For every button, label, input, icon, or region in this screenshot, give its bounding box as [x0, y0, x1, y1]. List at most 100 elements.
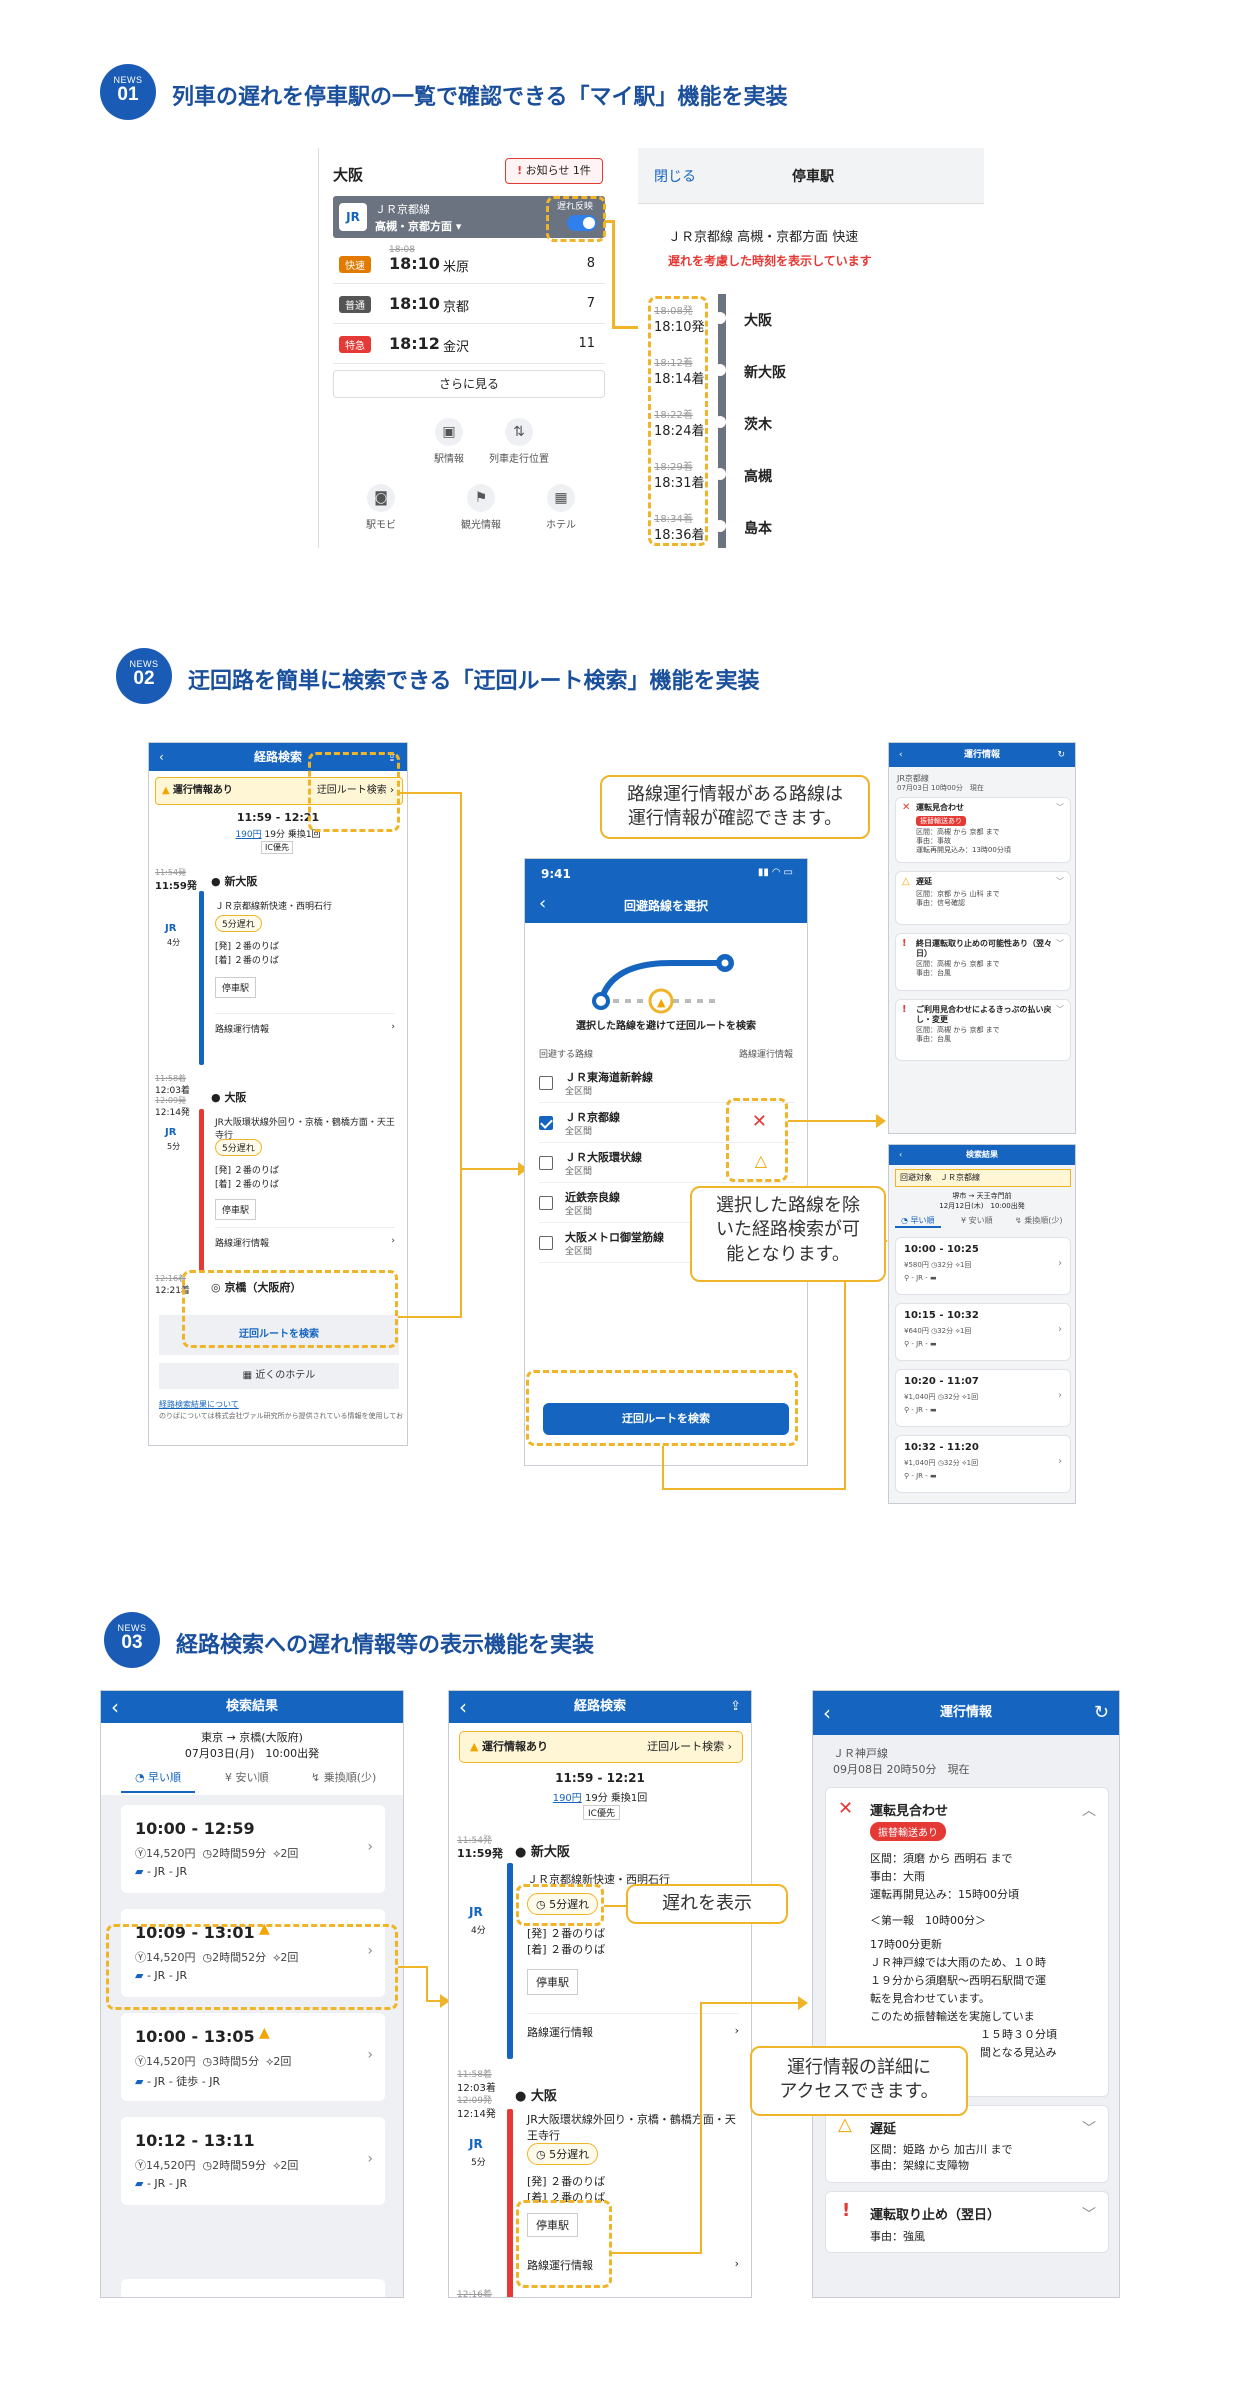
- menu-item[interactable]: ◙ 駅モビ: [339, 484, 423, 531]
- about-link[interactable]: 経路検索結果について: [159, 1400, 239, 1409]
- cross-icon: ✕: [902, 802, 911, 813]
- mode-icons: ⚲ - JR - ▬: [904, 1472, 937, 1480]
- refresh-icon[interactable]: ↻: [1093, 1702, 1109, 1723]
- stops-button[interactable]: 停車駅: [527, 2213, 578, 2237]
- detour-search-button[interactable]: 迂回ルートを検索: [159, 1315, 399, 1355]
- back-icon[interactable]: ‹: [539, 893, 547, 914]
- opinfo-card-cancel[interactable]: ! 運転取り止め（翌日） ﹀ 事由：強風: [825, 2191, 1109, 2253]
- result-small-item[interactable]: 10:32 - 11:20 ¥1,040円 ◷32分 ⟡1回 ⚲ - JR - …: [895, 1435, 1071, 1493]
- share-icon[interactable]: ⇪: [730, 1699, 741, 1714]
- line-info-button[interactable]: 路線運行情報›: [527, 2257, 739, 2272]
- back-icon[interactable]: ‹: [899, 750, 903, 760]
- detour-search-submit[interactable]: 迂回ルートを検索: [543, 1403, 789, 1435]
- avoid-line-row[interactable]: ＪＲ東海道新幹線 全区間: [539, 1063, 795, 1103]
- train-type-badge: 快速: [339, 256, 371, 273]
- opinfo-small-card[interactable]: ! 終日運転取り止めの可能性あり（翌々日） ﹀ 区間：高槻 から 京都 まで 事…: [895, 933, 1071, 991]
- notice-button[interactable]: ! お知らせ 1件: [505, 158, 603, 184]
- tab-cheapest[interactable]: ¥ 安い順: [225, 1771, 269, 1784]
- jr-logo-icon: JR: [339, 203, 367, 231]
- from-to: 東京 → 京橋(大阪府): [201, 1731, 303, 1744]
- back-icon[interactable]: ‹: [899, 1150, 903, 1159]
- tab-fastest[interactable]: ◔ 早い順: [121, 1769, 195, 1793]
- share-icon[interactable]: ⇪: [386, 750, 397, 764]
- result-item[interactable]: 10:00 - 12:59 Ⓨ14,520円 ◷2時間59分 ⟡2回 ▰ - J…: [121, 1805, 385, 1893]
- shinkansen-icon: ▰: [135, 1969, 144, 1982]
- shinkansen-icon: ▰: [135, 1865, 144, 1878]
- back-icon[interactable]: ‹: [159, 750, 164, 764]
- info-banner[interactable]: ▲ 運行情報あり 迂回ルート検索 ›: [155, 777, 403, 805]
- line-info-button[interactable]: 路線運行情報›: [527, 2013, 739, 2040]
- train-row[interactable]: 快速 18:08 18:10 米原 8: [333, 244, 605, 284]
- line-info-button[interactable]: 路線運行情報›: [215, 1227, 395, 1249]
- opinfo-time: 09月08日 20時50分 現在: [833, 1763, 970, 1776]
- suspended-icon: ✕: [751, 1111, 767, 1132]
- avoid-checkbox[interactable]: [539, 1156, 553, 1170]
- menu-item[interactable]: ⇅ 列車走行位置: [477, 418, 561, 465]
- highlight-detour-button: [182, 1270, 398, 1348]
- more-button[interactable]: さらに見る: [333, 370, 605, 398]
- result-small-item[interactable]: 10:00 - 10:25 ¥580円 ◷32分 ⟡1回 ⚲ - JR - ▬ …: [895, 1237, 1071, 1295]
- result-small-item[interactable]: 10:15 - 10:32 ¥640円 ◷32分 ⟡1回 ⚲ - JR - ▬ …: [895, 1303, 1071, 1361]
- chevron-down-icon[interactable]: ﹀: [1082, 2121, 1096, 2137]
- refresh-icon[interactable]: ↻: [1057, 750, 1065, 760]
- train-row[interactable]: 特急 18:12 金沢 11: [333, 324, 605, 364]
- result-item[interactable]: 10:00 - 13:05 ▲ Ⓨ14,520円 ◷3時間5分 ⟡2回 ▰ - …: [121, 2013, 385, 2101]
- back-icon[interactable]: ‹: [111, 1695, 119, 1719]
- avoid-line-row[interactable]: ＪＲ大阪環状線 全区間 △: [539, 1143, 795, 1183]
- highlight-detour-link: [308, 752, 400, 832]
- stops-button[interactable]: 停車駅: [215, 977, 257, 998]
- search-date: 07月03日(月) 10:00出発: [184, 1747, 320, 1760]
- avoid-line-row[interactable]: ＪＲ京都線 全区間 ✕: [539, 1103, 795, 1143]
- train-row[interactable]: 普通 18:10 京都 7: [333, 284, 605, 324]
- tab-fewest-transfers[interactable]: ↯ 乗換順(少): [311, 1771, 377, 1784]
- line-direction[interactable]: 高槻・京都方面 ▾: [375, 220, 462, 233]
- avoid-checkbox[interactable]: [539, 1196, 553, 1210]
- mode-icons: ▰ - JR - JR: [135, 1865, 188, 1878]
- result-small-item[interactable]: 10:20 - 11:07 ¥1,040円 ◷32分 ⟡1回 ⚲ - JR - …: [895, 1369, 1071, 1427]
- delay-pill: ◷ 5分遅れ: [527, 2143, 599, 2165]
- result-meta: Ⓨ14,520円 ◷2時間52分 ⟡2回: [135, 1951, 299, 1964]
- close-button[interactable]: 閉じる: [654, 169, 696, 185]
- tab-fastest[interactable]: ◔ 早い順: [895, 1215, 941, 1228]
- nearby-hotel-button[interactable]: ▦ 近くのホテル: [159, 1363, 399, 1389]
- result-item[interactable]: 10:12 - 13:11 Ⓨ14,520円 ◷2時間59分 ⟡2回 ▰ - J…: [121, 2117, 385, 2205]
- detour-search-link[interactable]: 迂回ルート検索 ›: [316, 785, 394, 796]
- menu-item[interactable]: ⚑ 観光情報: [439, 484, 523, 531]
- jr-logo-icon: JR: [469, 2137, 483, 2151]
- avoid-checkbox[interactable]: [539, 1236, 553, 1250]
- back-icon[interactable]: ‹: [823, 1701, 831, 1725]
- result-time: 10:09 - 13:01: [135, 1923, 255, 1942]
- stop-time: 18:36着: [654, 528, 705, 543]
- stops-button[interactable]: 停車駅: [527, 1969, 578, 1995]
- chevron-up-icon[interactable]: ︿: [1082, 1803, 1096, 1819]
- stop-row: 18:29着 18:31着 高槻: [654, 462, 772, 491]
- result-item[interactable]: 10:09 - 13:01 ▲ Ⓨ14,520円 ◷2時間52分 ⟡2回 ▰ -…: [121, 1909, 385, 1997]
- tab-cheapest[interactable]: ¥ 安い順: [961, 1216, 993, 1225]
- delay-toggle[interactable]: [567, 215, 597, 231]
- back-icon[interactable]: ‹: [459, 1695, 467, 1719]
- opinfo-card-delay[interactable]: △ 遅延 ﹀ 区間：姫路 から 加古川 まで 事由：架線に支障物: [825, 2105, 1109, 2183]
- line-info-button[interactable]: 路線運行情報›: [215, 1013, 395, 1035]
- detour-search-link[interactable]: 迂回ルート検索 ›: [647, 1740, 732, 1753]
- opinfo-small-card[interactable]: ✕ 運転見合わせ ﹀ 振替輸送あり 区間：高槻 から 京都 まで 事由：事故 運…: [895, 797, 1071, 863]
- tab-fewest-transfers[interactable]: ↯ 乗換順(少): [1015, 1216, 1063, 1225]
- opinfo-card-suspended[interactable]: ✕ 運転見合わせ ︿ 振替輸送あり 区間：須磨 から 西明石 まで 事由：大雨 …: [825, 1787, 1109, 2097]
- highlight-toggle: [546, 196, 606, 242]
- menu-item[interactable]: ▣ 駅情報: [407, 418, 491, 465]
- route-screen-small: ‹経路検索⇪ ▲ 運行情報あり 迂回ルート検索 › 11:59 - 12:21 …: [148, 742, 408, 1446]
- warning-icon: ▲: [259, 2025, 270, 2041]
- info-banner[interactable]: ▲ 運行情報あり 迂回ルート検索 ›: [459, 1731, 743, 1763]
- opinfo-small-card[interactable]: △ 遅延 ﹀ 区間：京都 から 山科 まで 事由：信号確認: [895, 871, 1071, 925]
- avoid-checkbox[interactable]: [539, 1076, 553, 1090]
- menu-item[interactable]: ▦ ホテル: [519, 484, 603, 531]
- stops-button[interactable]: 停車駅: [215, 1199, 257, 1220]
- chevron-down-icon[interactable]: ﹀: [1082, 2207, 1096, 2223]
- callout-detail-access: 運行情報の詳細に アクセスできます。: [750, 2046, 968, 2116]
- avoid-checkbox[interactable]: [539, 1116, 553, 1130]
- opinfo-small-card[interactable]: ! ご利用見合わせによるきっぷの払い戻し・変更 ﹀ 区間：高槻 から 京都 まで…: [895, 999, 1071, 1061]
- mode-icons: ⚲ - JR - ▬: [904, 1274, 937, 1282]
- detour-hint: 選択した路線を避けて迂回ルートを検索: [576, 1021, 756, 1032]
- avoid-line-row[interactable]: 近鉄奈良線 全区間: [539, 1183, 795, 1223]
- avoid-line-row[interactable]: 大阪メトロ御堂筋線 全区間: [539, 1223, 795, 1263]
